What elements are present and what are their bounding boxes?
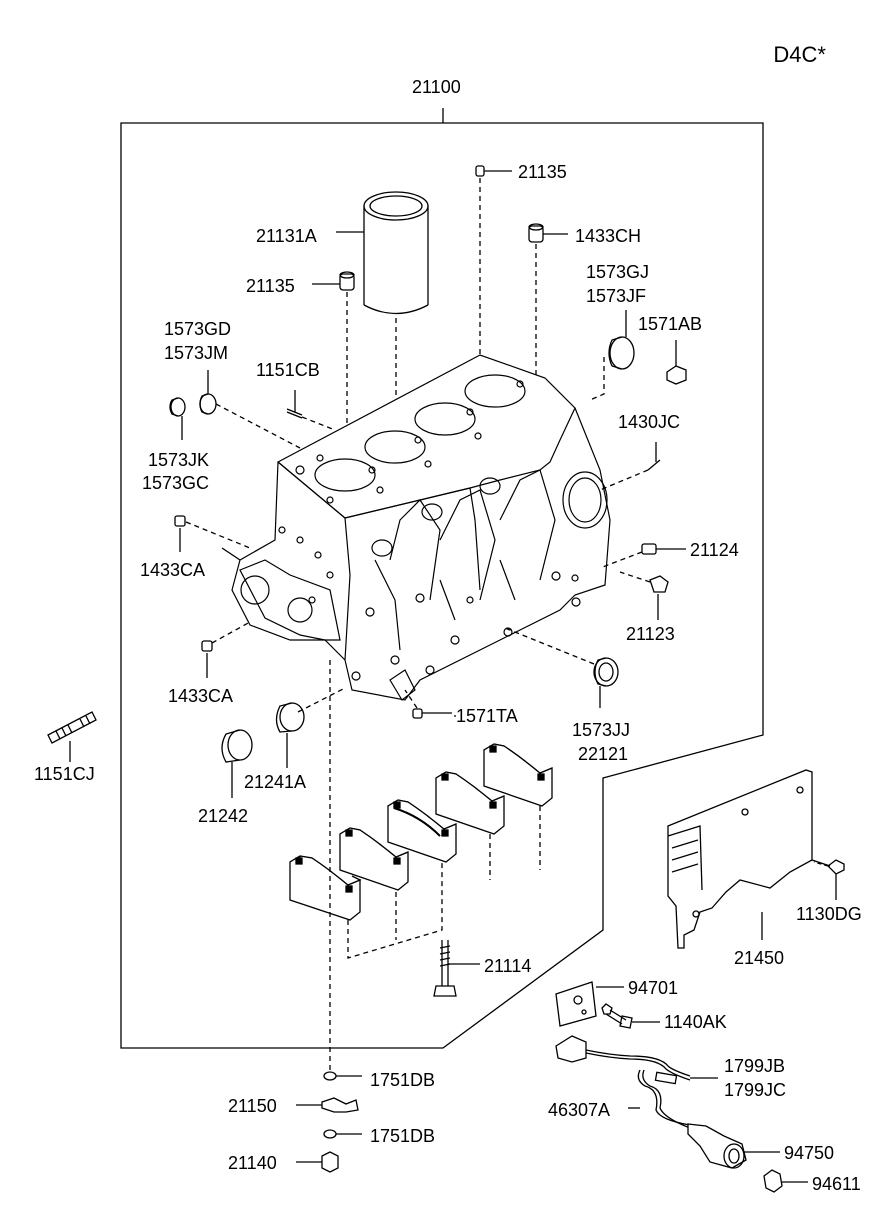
label-21140: 21140 bbox=[228, 1153, 277, 1173]
label-1433ch: 1433CH bbox=[575, 226, 642, 246]
label-1130dg: 1130DG bbox=[796, 904, 862, 924]
stud-1151cj bbox=[48, 712, 96, 762]
label-1430jc: 1430JC bbox=[618, 412, 681, 432]
label-1151cb: 1151CB bbox=[256, 360, 320, 380]
label-1573jk: 1573JK bbox=[148, 450, 210, 470]
expansion-plug-1573gj bbox=[609, 310, 634, 369]
label-1573gj: 1573GJ bbox=[586, 262, 650, 282]
pin-1430jc bbox=[600, 442, 660, 490]
plug-1433ch bbox=[529, 224, 568, 395]
bolt-21114 bbox=[434, 940, 480, 996]
label-1151cj: 1151CJ bbox=[34, 764, 95, 784]
assembly-frame bbox=[121, 108, 763, 1048]
label-1573jj: 1573JJ bbox=[572, 720, 631, 740]
washer-1751db-upper bbox=[324, 1072, 362, 1080]
label-1433ca-upper: 1433CA bbox=[140, 560, 206, 580]
label-1573gd: 1573GD bbox=[164, 319, 232, 339]
plug-21124 bbox=[600, 544, 686, 568]
label-21241a: 21241A bbox=[244, 772, 307, 792]
label-1573jf: 1573JF bbox=[586, 286, 647, 306]
label-1573jm: 1573JM bbox=[164, 343, 229, 363]
bearing-caps bbox=[290, 744, 552, 920]
label-1573gc: 1573GC bbox=[142, 473, 210, 493]
screw-1130dg bbox=[814, 860, 844, 900]
engine-code: D4C* bbox=[773, 42, 826, 67]
label-94750: 94750 bbox=[784, 1143, 835, 1163]
label-21450: 21450 bbox=[734, 948, 785, 968]
knock-sensor-46307a bbox=[556, 1036, 780, 1168]
cap-guide-lines bbox=[330, 660, 540, 1070]
cylinder-block bbox=[232, 355, 610, 700]
bearing-cap-5 bbox=[484, 744, 552, 806]
label-1799jc: 1799JC bbox=[724, 1080, 787, 1100]
label-94611: 94611 bbox=[812, 1174, 861, 1194]
label-1571ab: 1571AB bbox=[638, 314, 703, 334]
label-21242: 21242 bbox=[198, 806, 249, 826]
label-1571ta: 1571TA bbox=[456, 706, 518, 726]
label-21135-top: 21135 bbox=[518, 162, 567, 182]
bearing-cap-2 bbox=[340, 828, 408, 890]
label-94701: 94701 bbox=[628, 978, 679, 998]
plug-1571ab bbox=[590, 340, 686, 400]
bolt-1140ak bbox=[602, 1004, 660, 1028]
plug-1433ca-lower bbox=[202, 622, 250, 678]
plug-94611 bbox=[764, 1170, 808, 1192]
plug-1433ca-upper bbox=[175, 516, 250, 552]
label-21135-left: 21135 bbox=[246, 276, 295, 296]
bearing-cap-4 bbox=[436, 772, 504, 834]
leader-lines bbox=[222, 548, 456, 716]
label-21124: 21124 bbox=[690, 540, 739, 560]
bearing-cap-3 bbox=[388, 800, 456, 862]
label-21131a: 21131A bbox=[256, 226, 317, 246]
washer-1751db-lower bbox=[324, 1130, 362, 1138]
plug-1571ta bbox=[405, 690, 452, 718]
label-21123: 21123 bbox=[626, 624, 675, 644]
label-1751db-lower: 1751DB bbox=[370, 1126, 436, 1146]
oil-seal-1573jj bbox=[505, 628, 618, 708]
plug-21123 bbox=[620, 572, 668, 620]
plugs-left bbox=[170, 370, 300, 448]
bracket-94701 bbox=[556, 982, 624, 1026]
label-21150: 21150 bbox=[228, 1096, 277, 1116]
label-22121: 22121 bbox=[578, 744, 629, 764]
label-1751db-upper: 1751DB bbox=[370, 1070, 436, 1090]
bolt-21140 bbox=[296, 1152, 338, 1172]
heat-shield-21450 bbox=[668, 770, 830, 948]
stud-1151cb bbox=[287, 390, 335, 430]
bushing-21242 bbox=[222, 730, 252, 798]
label-46307a: 46307A bbox=[548, 1100, 611, 1120]
nozzle-21150 bbox=[296, 1098, 358, 1112]
label-1433ca-lower: 1433CA bbox=[168, 686, 234, 706]
label-21100: 21100 bbox=[412, 77, 461, 97]
label-1799jb: 1799JB bbox=[724, 1056, 786, 1076]
bearing-cap-1 bbox=[290, 856, 360, 920]
label-1140ak: 1140AK bbox=[664, 1012, 727, 1032]
bushing-21241a bbox=[277, 688, 346, 768]
label-21114: 21114 bbox=[484, 956, 532, 976]
dowel-21135-top bbox=[476, 166, 512, 360]
